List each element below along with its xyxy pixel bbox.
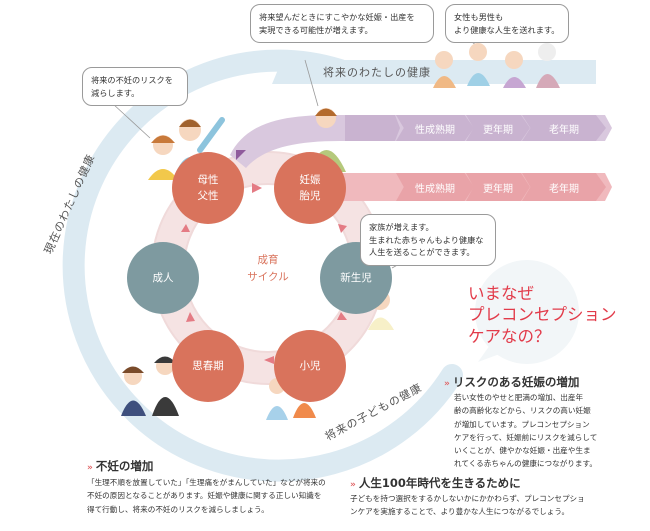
cycle-center-label: 成育 サイクル	[247, 254, 289, 283]
bubble-healthy-life: 女性も男性も より健康な人生を送れます。	[445, 4, 569, 44]
outer-health-ring	[62, 49, 463, 482]
section-infertility-title: »不妊の増加	[87, 459, 154, 473]
question-heading: いまなぜ プレコンセプション ケアなの？	[468, 284, 617, 346]
upper-lane-stage: 更年期	[466, 115, 530, 141]
stage-label: 小児	[299, 359, 321, 372]
family-illustration	[433, 43, 560, 88]
upper-lane-stage: 性成熟期	[396, 115, 474, 141]
lower-lane-stage: 更年期	[466, 173, 530, 201]
upper-lane-stage: 老年期	[522, 115, 606, 141]
stage-label: 成人	[152, 271, 174, 284]
stage-child: 小児	[274, 330, 346, 402]
stage-label: 妊娠	[299, 173, 321, 186]
stage-label: 母性	[197, 173, 219, 186]
cycle-arrow	[252, 183, 262, 193]
double-chevron-icon: »	[350, 480, 356, 490]
teens-illustration	[121, 356, 179, 416]
double-chevron-icon: »	[87, 463, 93, 473]
section-infertility-body: 「生理不順を放置していた」「生理痛をがまんしていた」などが将来の 不妊の原因とな…	[87, 478, 326, 514]
lower-lane-stage: 性成熟期	[396, 173, 474, 201]
stage-pregnancy: 妊娠 胎児	[274, 152, 346, 224]
double-chevron-icon: »	[444, 379, 450, 389]
stage-label: 思春期	[192, 359, 224, 372]
stage-label: 新生児	[340, 271, 372, 284]
section-life100-title: »人生100年時代を生きるために	[350, 476, 521, 490]
section-risk-title: »リスクのある妊娠の増加	[444, 375, 580, 389]
cycle-arrow	[236, 150, 246, 160]
stage-label: 胎児	[299, 190, 321, 202]
lower-lane-stage: 老年期	[522, 173, 606, 201]
stage-adult: 成人	[127, 242, 199, 314]
cycle-arrow	[264, 356, 274, 364]
bubble-healthy-pregnancy: 将来望んだときにすこやかな妊娠・出産を 実現できる可能性が増えます。	[250, 4, 434, 44]
cycle-arrow	[186, 312, 195, 322]
future-self-label: 将来のわたしの健康	[323, 66, 431, 79]
section-risk-body: 若い女性のやせと肥満の増加、出産年 齢の高齢化などから、リスクの高い妊娠 が増加…	[454, 393, 598, 469]
bubble-infertility-risk: 将来の不妊のリスクを 減らします。	[82, 67, 188, 107]
question-bubble	[475, 260, 579, 364]
section-life100-body: 子どもを持つ選択をするかしないかにかかわらず、プレコンセプショ ンケアを実施する…	[350, 494, 585, 517]
cycle-arrow	[337, 312, 347, 320]
stage-label: 父性	[197, 190, 219, 202]
stage-adolescence: 思春期	[172, 330, 244, 402]
bubble-family: 家族が増えます。 生まれた赤ちゃんもより健康な 人生を送ることができます。	[360, 214, 496, 267]
stage-parent: 母性 父性	[172, 152, 244, 224]
cycle-arrow	[181, 224, 190, 232]
cycle-arrow	[338, 224, 347, 233]
